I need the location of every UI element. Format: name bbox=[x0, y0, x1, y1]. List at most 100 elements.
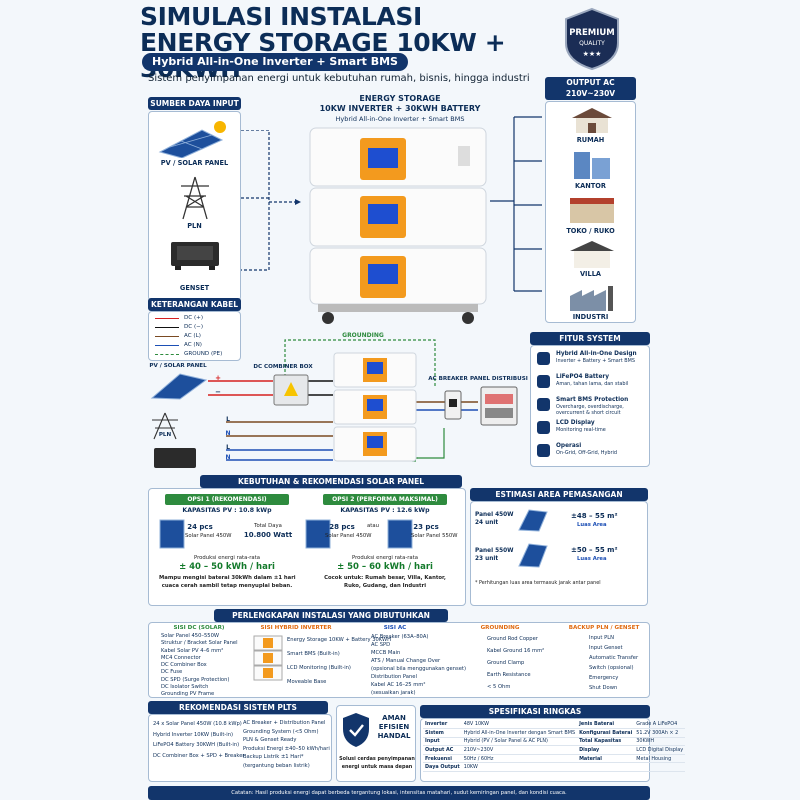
fitur-header: FITUR SYSTEM bbox=[530, 332, 650, 345]
estimasi-panel: Panel 450W 24 unit ±48 – 55 m² Luas Area… bbox=[470, 501, 648, 606]
bk-item: Automatic Transfer bbox=[589, 655, 639, 661]
estimasi-r2-value: ±50 – 55 m² bbox=[571, 546, 618, 554]
opsi1-kapasitas: KAPASITAS PV : 10.8 kWp bbox=[182, 507, 272, 514]
perlengkapan-header: PERLENGKAPAN INSTALASI YANG DIBUTUHKAN bbox=[214, 609, 448, 622]
shop-icon bbox=[570, 198, 614, 223]
rekomendasi-item: AC Breaker + Distribution Panel bbox=[243, 720, 326, 726]
feature-icon bbox=[537, 398, 550, 411]
rekomendasi-item: Grounding System (<5 Ohm) bbox=[243, 728, 319, 735]
output-toko: TOKO / RUKO bbox=[566, 227, 615, 235]
ac-item: (opsional bila menggunakan genset) bbox=[371, 666, 466, 672]
inv-item: Smart BMS (Built-in) bbox=[287, 651, 340, 657]
opsi1-produksi-label: Produksi energi rata-rata bbox=[194, 555, 260, 561]
estimasi-r1-label: Luas Area bbox=[577, 522, 607, 528]
opsi2-produksi-label: Produksi energi rata-rata bbox=[352, 555, 418, 561]
grounding-label: GROUNDING bbox=[342, 332, 384, 339]
inv-header: SISI HYBRID INVERTER bbox=[260, 625, 332, 631]
source-genset-label: GENSET bbox=[179, 284, 210, 292]
source-panel: PV / SOLAR PANEL PLN GENSET bbox=[148, 111, 241, 301]
factory-icon bbox=[570, 286, 613, 311]
wiring-lines bbox=[208, 339, 478, 462]
dc-item: DC Fuse bbox=[161, 669, 183, 676]
inv-item: LCD Monitoring (Built-in) bbox=[287, 665, 351, 671]
gr-item: Kabel Ground 16 mm² bbox=[487, 648, 545, 654]
estimasi-r1-panel-icon bbox=[518, 509, 548, 532]
tagline: Sistem penyimpanan energi untuk kebutuha… bbox=[148, 73, 530, 84]
bk-item: Input PLN bbox=[589, 635, 614, 641]
ac-item: ATS / Manual Change Over bbox=[371, 658, 441, 664]
source-header: SUMBER DAYA INPUT bbox=[148, 97, 241, 110]
ac-item: Kabel AC 16–25 mm² bbox=[371, 682, 426, 688]
feature-title: Smart BMS Protection bbox=[556, 397, 629, 403]
center-title-1: ENERGY STORAGE bbox=[359, 94, 441, 103]
estimasi-note: * Perhitungan luas area termasuk jarak a… bbox=[475, 580, 601, 586]
rekomendasi-item: Produksi Energi ±40–50 kWh/hari bbox=[243, 745, 330, 752]
opsi1-pcs: 24 pcs bbox=[187, 523, 213, 531]
source-pln-label: PLN bbox=[187, 222, 202, 230]
output-kantor: KANTOR bbox=[575, 182, 606, 190]
legend-header: KETERANGAN KABEL bbox=[148, 298, 241, 311]
wiring-pln-label: PLN bbox=[158, 432, 172, 438]
opsi1-note-1: Mampu mengisi baterai 30kWh dalam ±1 har… bbox=[159, 575, 296, 581]
opsi2-pcs-2: 23 pcs bbox=[413, 523, 439, 531]
rekomendasi-item: PLN & Genset Ready bbox=[243, 737, 297, 744]
aman-desc-2: energi untuk masa depan bbox=[341, 764, 413, 770]
legend-label: DC (+) bbox=[184, 315, 204, 321]
aman-line-3: HANDAL bbox=[377, 732, 411, 740]
gr-item: Ground Clamp bbox=[487, 660, 525, 666]
output-header-2: 210V~230V bbox=[565, 89, 616, 98]
combiner-label: DC COMBINER BOX bbox=[253, 364, 313, 370]
legend-panel: DC (+)DC (−)AC (L)AC (N)GROUND (PE) bbox=[148, 311, 241, 361]
bk-item: Emergency bbox=[589, 675, 619, 681]
footer-note: Catatan: Hasil produksi energi dapat ber… bbox=[148, 786, 650, 800]
inv-item: Moveable Base bbox=[287, 679, 327, 685]
estimasi-r2-b: 23 unit bbox=[475, 556, 499, 562]
feature-icon bbox=[537, 375, 550, 388]
badge-bottom: QUALITY bbox=[579, 40, 605, 47]
legend-label: AC (L) bbox=[184, 333, 201, 339]
opsi1-note-2: cuaca cerah sambil tetap menyuplai beban… bbox=[161, 583, 293, 589]
feature-icon bbox=[537, 444, 550, 457]
rekomendasi-item: Backup Listrik ±1 Hari* bbox=[243, 754, 304, 761]
spec-cell: Output AC bbox=[423, 745, 462, 755]
ac-item: AC SPD bbox=[371, 642, 391, 648]
spec-cell: Inverter bbox=[423, 720, 462, 730]
spec-cell: 10KW bbox=[461, 762, 578, 773]
aman-desc-1: Solusi cerdas penyimpanan bbox=[339, 756, 415, 762]
dc-item: Solar Panel 450–550W bbox=[161, 633, 220, 639]
inverter-stack-icon bbox=[253, 635, 283, 681]
ac-breaker-icon bbox=[444, 390, 462, 420]
kebutuhan-panel: OPSI 1 (REKOMENDASI) KAPASITAS PV : 10.8… bbox=[148, 488, 466, 606]
opsi2-pcs-1-desc: Solar Panel 450W bbox=[325, 533, 372, 539]
spec-cell: Grade A LiFePO4 bbox=[634, 720, 686, 730]
feature-title: LCD Display bbox=[556, 420, 595, 426]
premium-quality-badge: PREMIUM QUALITY ★★★ bbox=[565, 7, 619, 71]
spec-cell: Material bbox=[577, 754, 635, 764]
gr-item: < 5 Ohm bbox=[487, 684, 511, 690]
output-panel: RUMAH KANTOR TOKO / RUKO VILLA INDUSTRI bbox=[545, 101, 636, 323]
source-connector-lines bbox=[241, 130, 301, 271]
wiring-solar-panel-icon bbox=[150, 373, 208, 400]
legend-label: GROUND (PE) bbox=[184, 351, 223, 357]
opsi2-pcs-2-desc: Solar Panel 550W bbox=[411, 533, 458, 539]
shield-check-icon bbox=[343, 713, 369, 747]
L-marker-2: L bbox=[226, 444, 230, 451]
center-title-2: 10KW INVERTER + 30KWH BATTERY bbox=[319, 104, 481, 113]
spec-cell: Jenis Baterai bbox=[577, 720, 635, 730]
opsi1-produksi-value: ± 40 – 50 kWh / hari bbox=[179, 562, 275, 572]
dc-item: Struktur / Bracket Solar Panel bbox=[161, 640, 238, 647]
dc-item: DC Isolator Switch bbox=[161, 684, 209, 691]
opsi2-atau: atau bbox=[367, 523, 379, 529]
opsi1-header: OPSI 1 (REKOMENDASI) bbox=[165, 494, 289, 505]
wiring-diagram: GROUNDING PV / SOLAR PANEL + − DC COMBIN… bbox=[148, 332, 528, 472]
aman-line-2: EFISIEN bbox=[378, 723, 410, 731]
rekomendasi-header: REKOMENDASI SISTEM PLTS bbox=[148, 701, 328, 714]
spec-cell: 51.2V 300Ah × 2 bbox=[634, 728, 686, 738]
legend-label: AC (N) bbox=[184, 342, 202, 348]
legend-line bbox=[155, 326, 179, 328]
